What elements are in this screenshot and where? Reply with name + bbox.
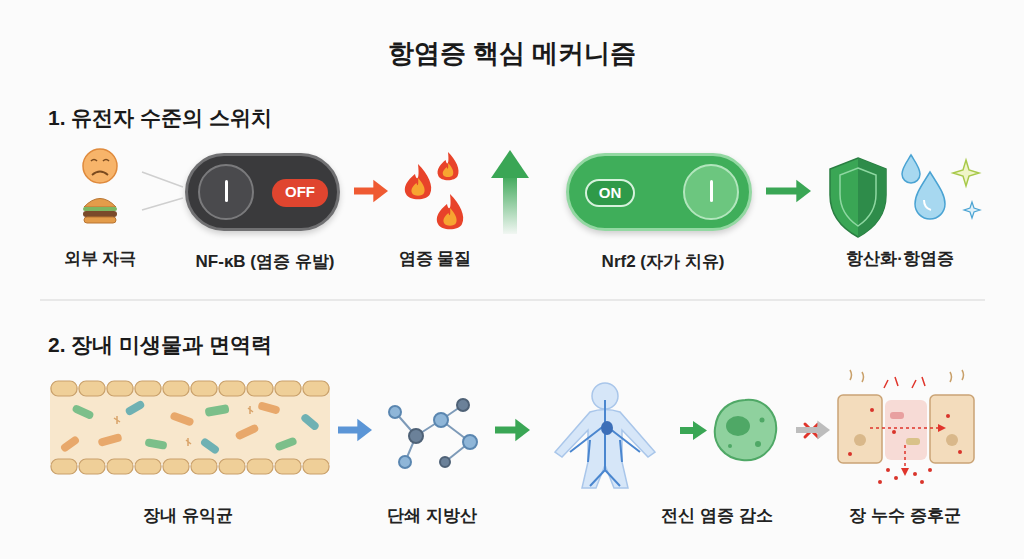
connector-line <box>766 188 797 195</box>
arrow-head <box>357 419 372 441</box>
leaky-gut-illustration <box>838 370 974 484</box>
switch-knob <box>198 164 254 220</box>
node-label: 항산화·항염증 <box>846 247 954 270</box>
water-drops <box>902 155 945 219</box>
knob-mark <box>710 180 713 202</box>
switch-knob <box>683 164 739 220</box>
illustration-node: 항산화·항염증 <box>825 150 985 238</box>
section-heading: 2. 장내 미생물과 면역력 <box>48 331 272 359</box>
connector-line <box>495 427 516 434</box>
illustration-node: 장 누수 증후군 <box>835 372 980 490</box>
illustration-node: 외부 자극 <box>62 145 140 235</box>
sparkles <box>953 160 980 218</box>
section-heading: 1. 유전자 수준의 스위치 <box>48 104 272 132</box>
diagram-title: 항염증 핵심 메커니즘 <box>0 36 1024 71</box>
connector-line <box>142 172 183 210</box>
immune-cell <box>715 400 776 460</box>
node-label: 장내 유익균 <box>143 504 233 527</box>
toggle-switch: OFFNF-κB (염증 유발) <box>185 153 340 231</box>
node-label: 전신 염증 감소 <box>661 504 772 527</box>
connector-arrow <box>766 180 811 202</box>
illustration-node: 장내 유익균 <box>50 380 330 476</box>
connector-arrow <box>142 172 183 210</box>
illustration-node: 염증 물질 <box>400 150 472 235</box>
arrow-head <box>796 180 811 202</box>
illustration-node: 전신 염증 감소 <box>540 375 790 490</box>
knob-mark <box>225 180 228 202</box>
illustration-node: 단쇄 지방산 <box>380 395 485 470</box>
node-label: 염증 물질 <box>399 247 472 270</box>
sad-face-icon <box>83 149 117 183</box>
small-arrow <box>680 421 707 440</box>
node-label: 장 누수 증후군 <box>849 504 960 527</box>
shield-icon <box>830 158 886 237</box>
arrow-head <box>515 419 530 441</box>
connector-arrow <box>338 419 372 441</box>
flame-icons <box>405 152 463 229</box>
connector-arrow <box>495 419 530 441</box>
switch-state: ON <box>585 179 635 207</box>
burger-icon <box>83 199 117 224</box>
intestine-illustration <box>50 380 330 476</box>
node-label: 단쇄 지방산 <box>387 504 477 527</box>
connector-arrow <box>354 180 388 202</box>
switch-state: OFF <box>272 179 328 207</box>
body-illustration <box>555 383 655 488</box>
node-label: Nrf2 (자가 치유) <box>602 250 725 273</box>
block-mark <box>805 424 818 437</box>
arrow-head <box>373 180 388 202</box>
connector-line <box>796 427 818 433</box>
connector-line <box>338 427 358 434</box>
up-arrow <box>491 150 529 234</box>
node-label: NF-κB (염증 유발) <box>196 250 335 273</box>
node-label: 외부 자극 <box>64 247 137 270</box>
molecule-illustration <box>389 399 477 468</box>
connector-arrow <box>796 420 830 439</box>
connector-line <box>354 188 374 195</box>
divider-line <box>40 299 985 301</box>
toggle-switch: ONNrf2 (자가 치유) <box>566 153 752 231</box>
arrow-head <box>817 420 830 439</box>
